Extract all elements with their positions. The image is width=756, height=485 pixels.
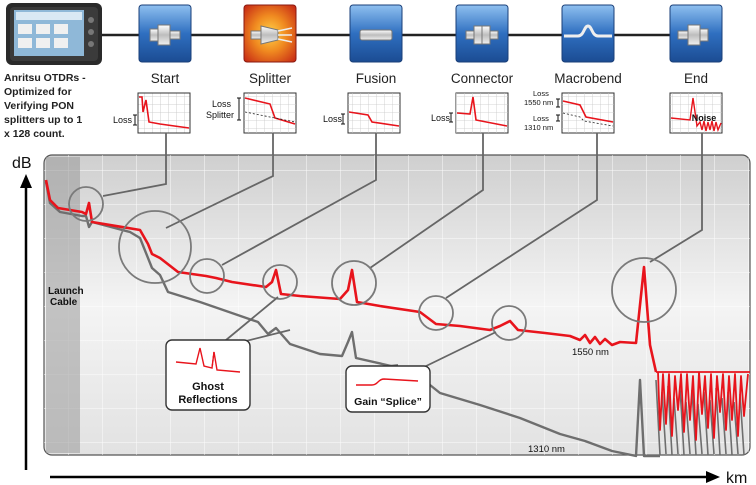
trace-1550-label: 1550 nm	[572, 347, 609, 358]
ghost-reflections-callout: Ghost Reflections	[165, 339, 251, 411]
mini-graph-splitter: Loss Splitter	[206, 92, 297, 134]
mini-label-loss-fusion: Loss	[323, 114, 343, 124]
trace-1550-noise	[656, 371, 750, 441]
mini-label-loss-splitter-2: Splitter	[206, 110, 234, 120]
launch-cable-region	[46, 157, 80, 453]
mini-graph-fusion: Loss	[323, 92, 401, 134]
ghost-callout-line-2: Reflections	[178, 394, 237, 406]
circle-start	[68, 186, 104, 222]
event-label-splitter: Splitter	[249, 71, 292, 86]
trace-1310-label: 1310 nm	[528, 444, 565, 455]
event-tile-start: Start	[138, 4, 192, 86]
start-connector-icon	[149, 24, 181, 46]
launch-cable-label-2: Cable	[50, 297, 78, 308]
trace-1310-line	[44, 181, 660, 458]
mini-label-macro-1550-a: Loss	[533, 89, 549, 98]
mini-label-loss-connector: Loss	[431, 113, 451, 123]
mini-label-macro-1310-a: Loss	[533, 114, 549, 123]
splitter-icon	[250, 25, 293, 45]
trace-1310-noise	[655, 379, 745, 456]
mini-label-loss-splitter-1: Loss	[212, 99, 232, 109]
event-tile-connector: Connector	[451, 4, 514, 86]
event-tile-fusion: Fusion	[349, 4, 403, 86]
device-caption-line-2: Optimized for	[4, 86, 72, 98]
macrobend-icon	[564, 24, 612, 38]
device-caption-line-3: Verifying PON	[4, 100, 74, 112]
event-label-connector: Connector	[451, 71, 514, 86]
circle-connector	[331, 260, 377, 306]
mini-graph-end: Noise	[669, 92, 723, 134]
leader-lines	[102, 133, 703, 299]
circle-gain	[491, 305, 527, 341]
x-axis-label: km	[726, 470, 747, 485]
event-label-macrobend: Macrobend	[554, 71, 622, 86]
device-caption: Anritsu OTDRs - Optimized for Verifying …	[4, 72, 86, 140]
y-axis-label: dB	[12, 155, 32, 172]
event-tile-macrobend: Macrobend	[554, 4, 622, 86]
event-label-start: Start	[151, 71, 180, 86]
mini-label-noise: Noise	[692, 113, 717, 123]
end-connector-icon	[677, 24, 709, 46]
circle-splitter	[118, 210, 192, 284]
circle-ghost-1550	[262, 264, 298, 300]
gain-splice-callout: Gain “Splice”	[345, 365, 431, 413]
otdr-device-image	[6, 3, 102, 65]
trace-1550-line	[44, 179, 658, 373]
circle-macrobend	[418, 295, 454, 331]
event-label-end: End	[684, 71, 708, 86]
event-label-fusion: Fusion	[356, 71, 397, 86]
mini-label-macro-1310-b: 1310 nm	[524, 123, 553, 132]
device-caption-line-5: x 128 count.	[4, 128, 65, 140]
connector-icon	[465, 25, 499, 45]
circle-fusion	[189, 258, 225, 294]
mini-graph-connector: Loss	[431, 92, 509, 134]
mini-graph-macrobend: Loss 1550 nm Loss 1310 nm	[524, 89, 615, 134]
fusion-splice-icon	[359, 29, 393, 41]
device-caption-line-1: Anritsu OTDRs -	[4, 72, 86, 84]
circle-end	[611, 257, 677, 323]
ghost-callout-line-1: Ghost	[192, 381, 224, 393]
event-tile-end: End	[669, 4, 723, 86]
device-caption-line-4: splitters up to 1	[4, 114, 82, 126]
mini-label-macro-1550-b: 1550 nm	[524, 98, 553, 107]
event-circles	[68, 186, 677, 341]
event-tile-splitter: Splitter	[243, 4, 297, 86]
mini-label-loss-start: Loss	[113, 115, 133, 125]
gain-callout-label: Gain “Splice”	[354, 396, 422, 408]
mini-graph-start: Loss	[113, 92, 191, 134]
launch-cable-label-1: Launch	[48, 286, 84, 297]
x-axis: km	[50, 470, 747, 485]
y-axis: dB	[12, 155, 32, 470]
